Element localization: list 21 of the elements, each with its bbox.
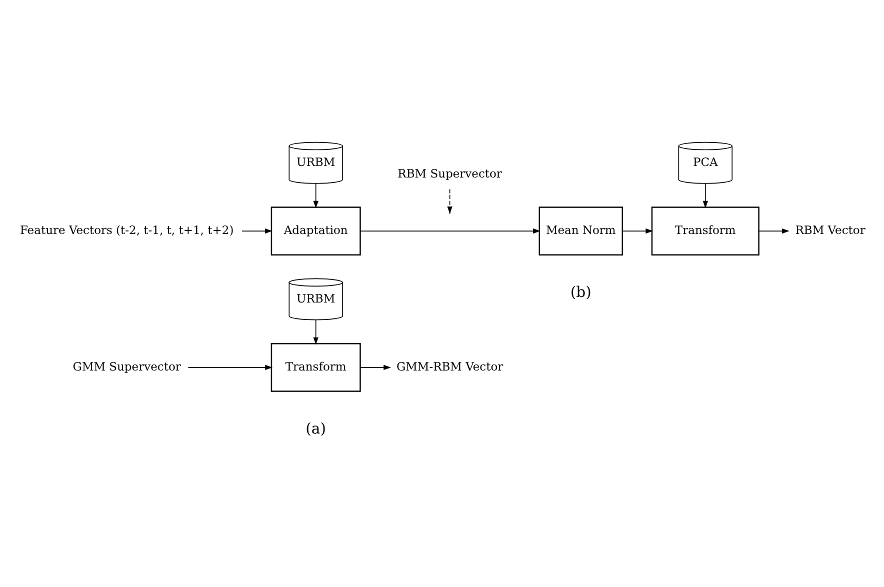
arrow xyxy=(622,228,654,234)
arrow xyxy=(360,364,391,370)
arrow xyxy=(360,228,540,234)
node-text: RBM Vector xyxy=(795,223,866,238)
node-box: Mean Norm xyxy=(538,206,623,256)
node-box: Adaptation xyxy=(270,206,361,256)
arrow xyxy=(702,183,708,208)
arrow xyxy=(242,228,272,234)
node-text: RBM Supervector xyxy=(398,166,502,180)
node-text: GMM Supervector xyxy=(72,360,181,374)
node-text: GMM-RBM Vector xyxy=(396,360,504,374)
label: (a) xyxy=(306,420,326,438)
arrow xyxy=(447,188,452,214)
node-box: Transform xyxy=(270,343,361,392)
arrow xyxy=(188,364,273,370)
arrow xyxy=(313,320,318,345)
arrow xyxy=(313,183,318,208)
node-box: Transform xyxy=(651,206,760,256)
arrow xyxy=(758,228,790,234)
label: (b) xyxy=(570,284,592,302)
node-text: Feature Vectors (t-2, t-1, t, t+1, t+2) xyxy=(20,223,234,238)
